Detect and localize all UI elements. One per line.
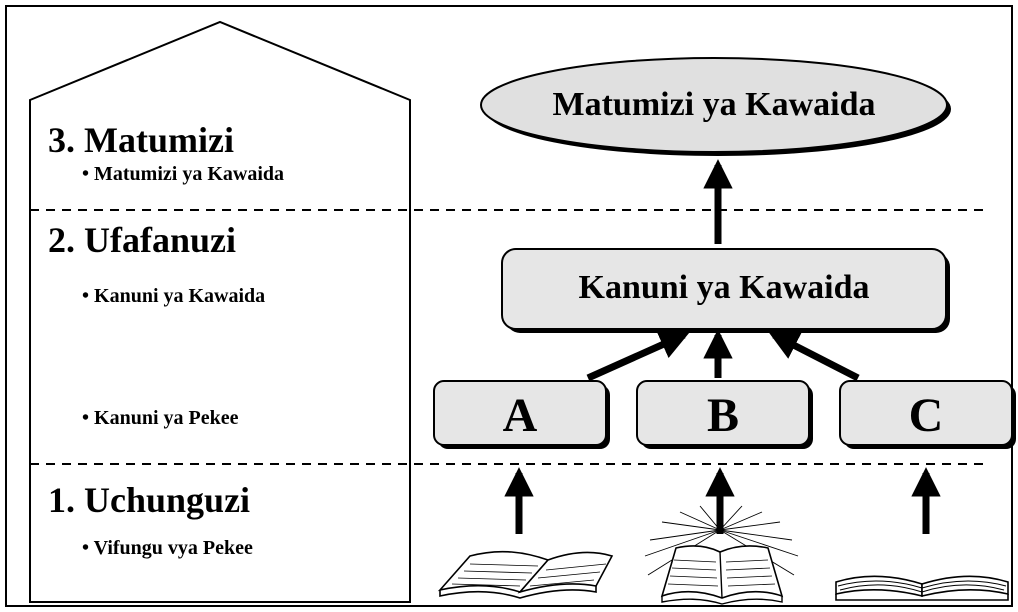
bullet-matumizi-ya-kawaida: Matumizi ya Kawaida	[82, 164, 284, 184]
passage-label-b: B	[706, 389, 739, 442]
outer-frame	[5, 5, 1013, 607]
bullet-kanuni-ya-kawaida: Kanuni ya Kawaida	[82, 286, 265, 306]
middle-box-label: Kanuni ya Kawaida	[578, 269, 870, 306]
stage-title-uchunguzi: 1. Uchunguzi	[48, 480, 251, 520]
passage-label-c: C	[908, 389, 944, 442]
bullet-kanuni-ya-pekee: Kanuni ya Pekee	[82, 408, 238, 428]
general-application-ellipse	[480, 57, 948, 153]
glowing-bible-icon	[644, 505, 799, 605]
passage-box-a	[433, 380, 607, 446]
passage-label-a: A	[502, 389, 538, 442]
stage-title-ufafanuzi: 2. Ufafanuzi	[48, 220, 236, 260]
open-book-icon	[437, 550, 614, 599]
passage-box-b	[636, 380, 810, 446]
arrow-c-to-principle	[768, 331, 860, 382]
passage-box-c	[839, 380, 1013, 446]
stage-title-matumizi: 3. Matumizi	[48, 120, 234, 160]
general-principle-box	[501, 248, 947, 330]
open-book-flat-icon	[835, 575, 1009, 601]
bullet-vifungu-vya-pekee: Vifungu vya Pekee	[82, 538, 253, 558]
ellipse-label: Matumizi ya Kawaida	[552, 86, 876, 123]
arrow-a-to-principle	[586, 331, 690, 382]
